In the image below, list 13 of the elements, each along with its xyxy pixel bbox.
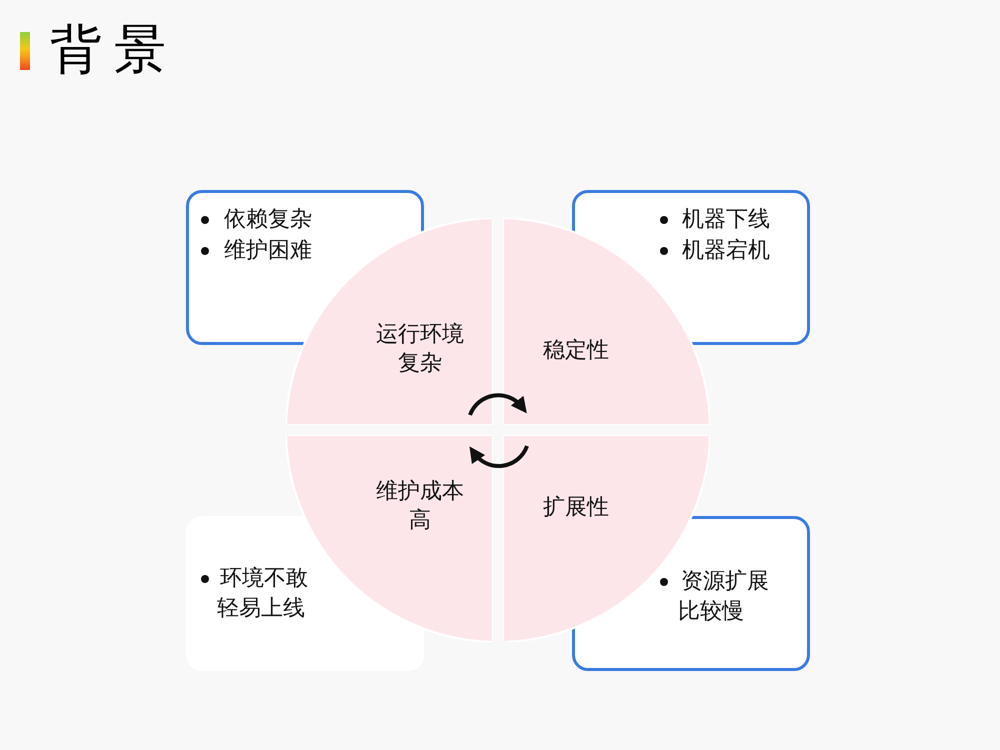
bullet-text: 环境不敢轻易上线 <box>217 565 309 623</box>
curved-arrow <box>468 393 528 416</box>
curved-arrow <box>469 445 529 468</box>
segment-label: 维护成本高 <box>375 478 465 535</box>
segment-label: 稳定性 <box>542 337 610 365</box>
bullet-text: 机器下线 <box>682 206 771 234</box>
bullet-text: 维护困难 <box>224 237 313 265</box>
segment-label: 运行环境复杂 <box>375 321 465 378</box>
bullet-text: 依赖复杂 <box>224 206 313 234</box>
bullet-text: 资源扩展比较慢 <box>678 568 770 626</box>
title: 背景 <box>50 19 178 82</box>
bullet-text: 机器宕机 <box>682 237 771 265</box>
segment-label: 扩展性 <box>542 494 610 522</box>
